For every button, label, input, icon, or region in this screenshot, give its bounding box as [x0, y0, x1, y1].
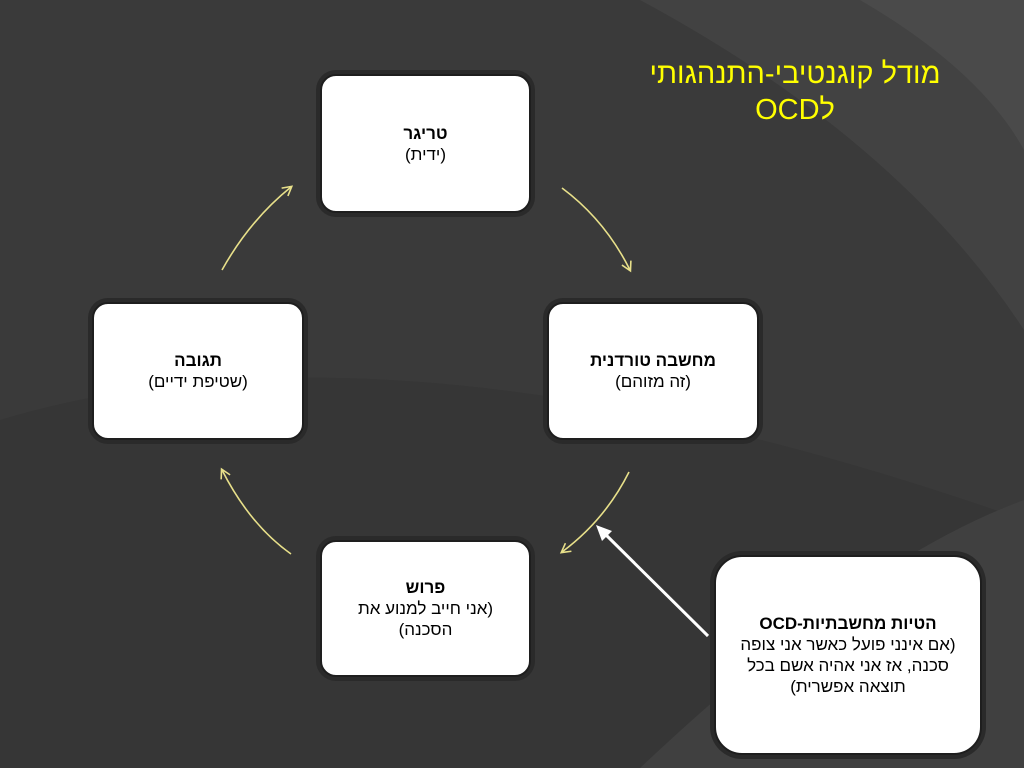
title-line-2: לOCD [755, 94, 835, 126]
node-trigger-head: טריגר [403, 123, 448, 143]
node-response-head: תגובה [174, 351, 222, 370]
node-thought-sub: (זה מזוהם) [615, 372, 691, 391]
node-response: תגובה (שטיפת ידיים) [92, 302, 304, 440]
node-ocd-biases-head: הטיות מחשבתיות-OCD [759, 614, 937, 633]
node-interpretation: פרוש (אני חייב למנוע את הסכנה) [320, 540, 531, 677]
node-thought-head: מחשבה טורדנית [590, 351, 716, 370]
node-trigger-sub: (ידית) [405, 144, 446, 164]
node-intrusive-thought: מחשבה טורדנית (זה מזוהם) [547, 302, 759, 440]
node-ocd-biases-sub: (אם אינני פועל כאשר אני צופה סכנה, אז אנ… [740, 635, 956, 696]
node-interpretation-head: פרוש [405, 578, 446, 597]
diagram-title: מודל קוגנטיבי-התנהגותי לOCD [560, 56, 1024, 128]
node-ocd-biases: הטיות מחשבתיות-OCD (אם אינני פועל כאשר א… [714, 555, 982, 755]
title-line-1: מודל קוגנטיבי-התנהגותי [649, 58, 941, 90]
node-trigger: טריגר (ידית) [320, 74, 531, 213]
node-interpretation-sub: (אני חייב למנוע את הסכנה) [357, 599, 494, 639]
node-response-sub: (שטיפת ידיים) [148, 372, 248, 391]
